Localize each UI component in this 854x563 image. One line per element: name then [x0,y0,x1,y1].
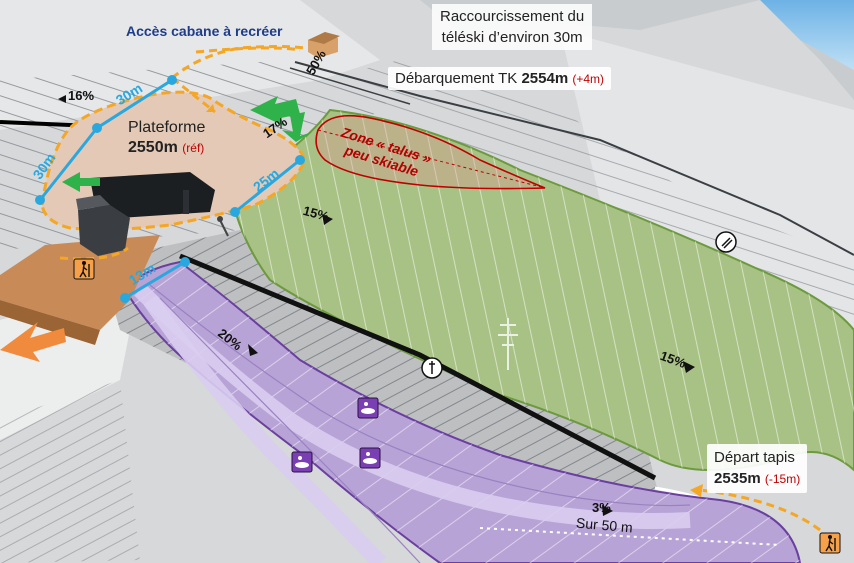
cabin-icon [308,32,340,58]
platform-delta: (réf) [182,141,205,155]
orange-arrow-icon [0,322,66,362]
terrace [0,235,160,330]
measure-lines [35,75,305,303]
shortening-label: Raccourcissement du téléski d’environ 30… [432,4,593,50]
slope-label-3: 3% [592,500,611,515]
carpet-start-delta: (-15m) [764,472,801,486]
snowtubing-icon [357,397,379,419]
tk-arrival-label: Débarquement TK 2554m (+4m) [388,67,612,90]
tk-arrival-delta: (+4m) [572,72,605,86]
tree-icon [498,318,518,370]
hiker-icon [819,532,841,554]
sky [760,0,854,70]
talus-zone [315,114,546,190]
platform-altitude: 2550m [128,139,178,156]
access-path [59,246,129,261]
slope-label-16: 16% [68,88,95,103]
carpet-start-altitude: 2535m [714,470,761,487]
platform-label: Plateforme 2550m (réf) [128,118,205,158]
ski-lift-sign-icon [421,357,443,379]
tk-arrival-text: Débarquement TK [395,70,522,87]
skier-icon [715,231,737,253]
green-arrow-icon [250,96,300,126]
shortening-label-line1: Raccourcissement du [440,8,585,25]
carpet-start-label: Départ tapis 2535m (-15m) [707,444,808,493]
skilift-line [179,253,657,481]
tk-arrival-altitude: 2554m [521,70,569,87]
hiker-icon [73,258,95,280]
snowtubing-icon [291,451,313,473]
platform-name: Plateforme [128,119,206,136]
snowtubing-icon [359,447,381,469]
carpet-start-name: Départ tapis [714,449,795,466]
cabin-access-label: Accès cabane à recréer [126,23,283,39]
shortening-label-line2: téléski d’environ 30m [441,29,583,46]
